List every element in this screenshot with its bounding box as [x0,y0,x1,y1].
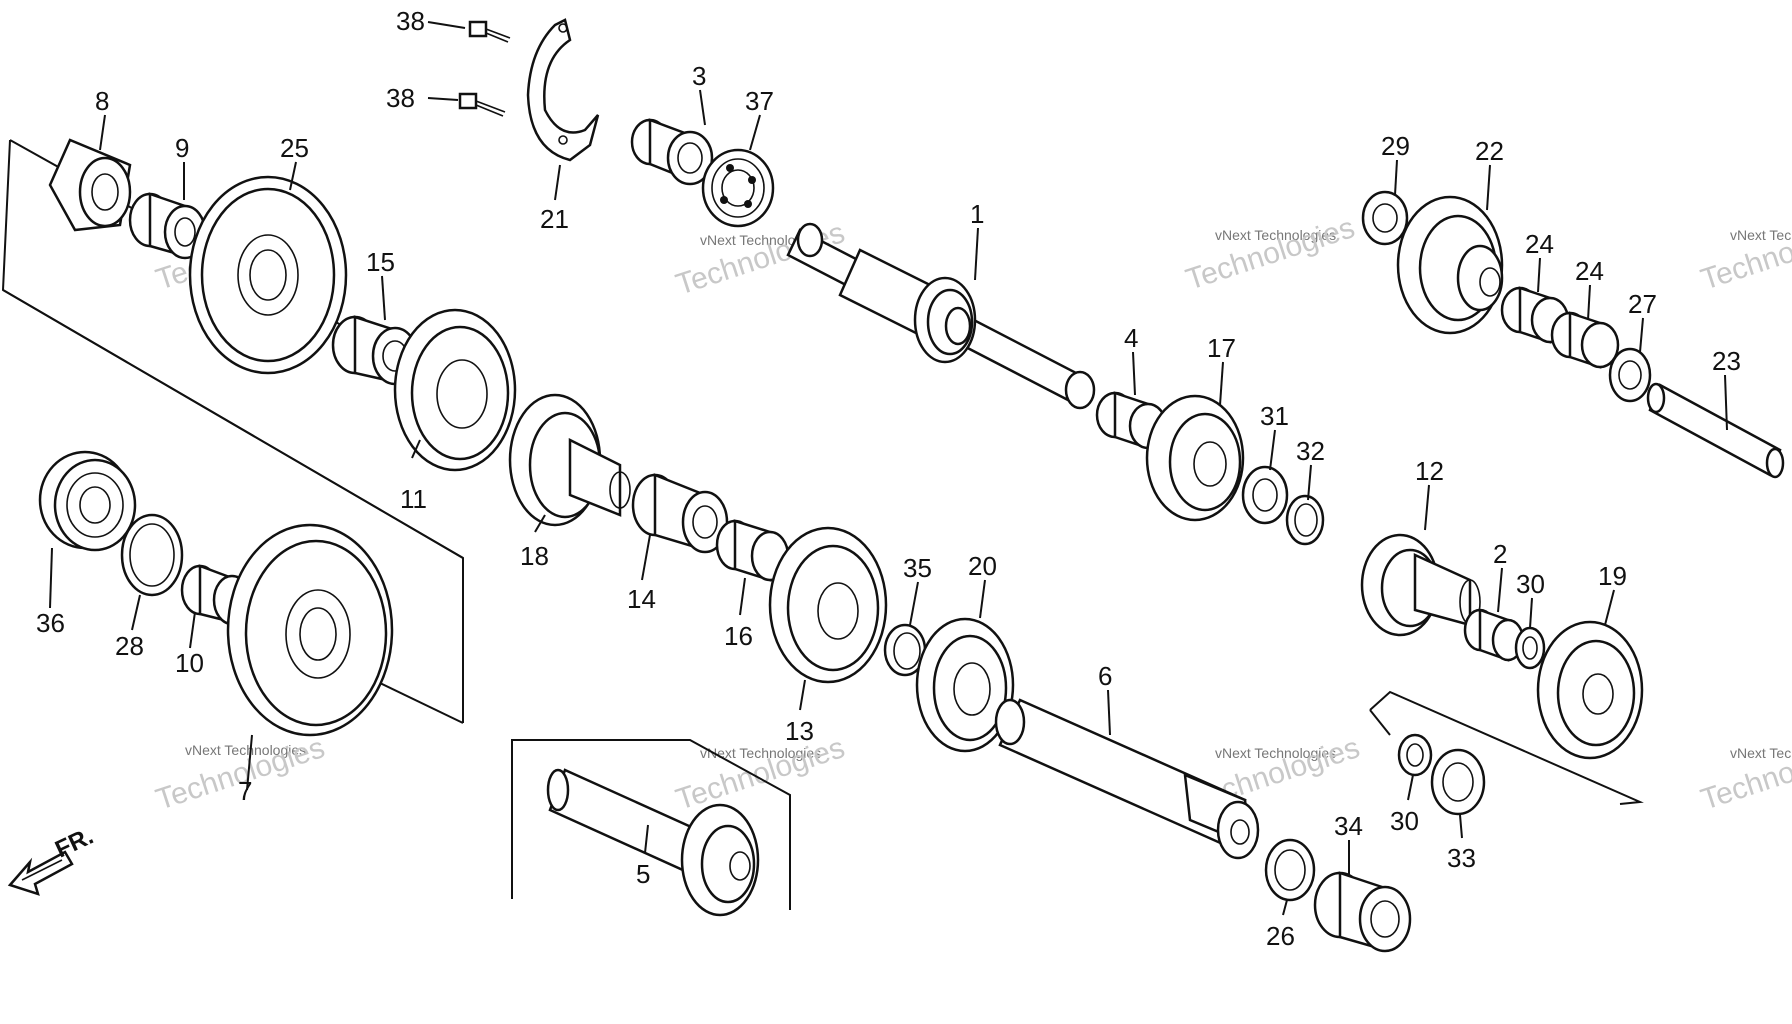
part-24-bushing-a [1500,286,1570,344]
mainshaft-assembly [786,222,1096,410]
label-part-13: 13 [785,716,814,746]
part-38-bolt-bottom [458,92,506,117]
label-part-35: 35 [903,553,932,583]
leader-lines [49,21,1728,916]
part-32-circlip [1285,494,1325,546]
part-25-gear [188,175,348,375]
label-part-11: 11 [400,484,427,514]
part-24-bushing-b [1550,311,1620,369]
part-21-bracket [526,18,600,162]
label-part-33: 33 [1447,843,1476,873]
watermark-big: Technologies [1697,731,1792,817]
watermark-small: vNext Technologies [1215,745,1336,761]
watermark-small: vNext Technologies [700,745,821,761]
label-part-7: 7 [238,776,252,806]
label-part-9: 9 [175,133,189,163]
part-37-bearing [701,148,775,228]
label-part-20: 20 [968,551,997,581]
watermark-small: vNext Technologies [185,742,306,758]
part-38-bolt-top [468,20,511,43]
label-part-6: 6 [1098,661,1112,691]
label-part-16: 16 [724,621,753,651]
part-28-ring [120,513,184,597]
label-part-21: 21 [540,204,569,234]
part-27-washer [1608,347,1652,403]
part-30-washer-upper [1514,626,1546,670]
label-part-5: 5 [636,859,650,889]
label-part-38-top: 38 [396,6,425,36]
part-22-gear [1396,195,1504,335]
label-part-19: 19 [1598,561,1627,591]
watermark-big: Technologies [1182,211,1359,297]
part-31-washer [1241,465,1289,525]
label-part-31: 31 [1260,401,1289,431]
label-part-23: 23 [1712,346,1741,376]
watermark-small: vNext Technologies [1730,745,1792,761]
label-part-1: 1 [970,199,984,229]
label-part-28: 28 [115,631,144,661]
part-26-washer [1264,838,1316,902]
label-part-4: 4 [1124,323,1138,353]
front-direction-arrow: FR. [7,823,98,896]
part-2-bushing [1463,608,1525,662]
label-part-30-lower: 30 [1390,806,1419,836]
watermark-small: vNext Technologies [1730,227,1792,243]
label-part-25: 25 [280,133,309,163]
label-part-12: 12 [1415,456,1444,486]
part-14-bushing [631,473,729,554]
part-8-hub [48,138,132,232]
label-part-38-bottom: 38 [386,83,415,113]
part-6-countershaft [994,698,1260,860]
label-part-10: 10 [175,648,204,678]
label-part-24-b: 24 [1575,256,1604,286]
part-3-collar [630,118,714,186]
part-number-labels: 8 9 25 15 38 38 21 3 37 1 4 17 31 32 29 … [36,6,1741,951]
label-part-22: 22 [1475,136,1504,166]
part-13-gear [768,526,888,684]
label-part-29: 29 [1381,131,1410,161]
part-19-gear [1536,620,1644,760]
watermark-big: Technologies [1697,211,1792,297]
label-part-8: 8 [95,86,109,116]
part-4-bushing [1095,391,1168,450]
label-part-34: 34 [1334,811,1363,841]
watermark-small: vNext Technologies [700,232,821,248]
label-part-26: 26 [1266,921,1295,951]
part-33-bearing [1430,748,1486,816]
part-30-washer-lower [1397,733,1433,777]
label-part-2: 2 [1493,539,1507,569]
label-part-30-upper: 30 [1516,569,1545,599]
part-5-shaft [546,768,760,917]
part-29-washer [1361,190,1409,246]
label-part-37: 37 [745,86,774,116]
label-part-27: 27 [1628,289,1657,319]
part-20-gear [915,617,1015,753]
label-part-14: 14 [627,584,656,614]
part-17-gear [1145,394,1245,522]
part-7-gear [226,523,394,737]
label-part-17: 17 [1207,333,1236,363]
watermark-small: vNext Technologies [1215,227,1336,243]
label-part-24-a: 24 [1525,229,1554,259]
label-part-18: 18 [520,541,549,571]
part-18-gear [508,393,631,527]
label-part-32: 32 [1296,436,1325,466]
part-23-shaft [1646,382,1785,479]
part-12-gear [1360,533,1481,637]
part-34-needle-bearing [1313,871,1412,953]
part-36-bearing [38,450,137,552]
part-11-gear [393,308,517,472]
label-part-3: 3 [692,61,706,91]
label-part-36: 36 [36,608,65,638]
label-part-15: 15 [366,247,395,277]
